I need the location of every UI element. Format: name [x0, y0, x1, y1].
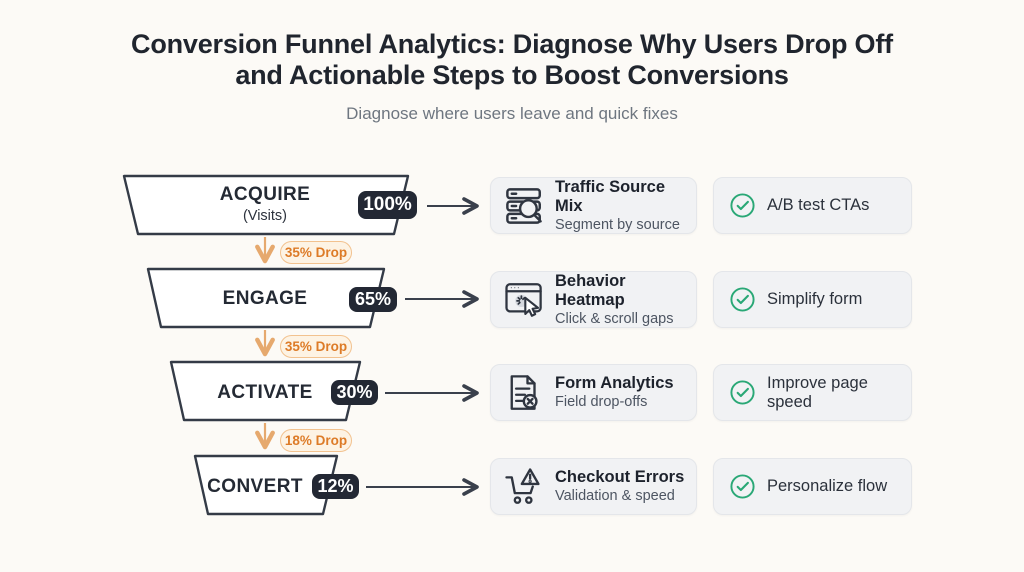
- diagnostic-card-form: Form Analytics Field drop-offs: [490, 364, 697, 421]
- stage-value-badge: 12%: [312, 474, 359, 499]
- heatmap-cursor-icon: [502, 278, 546, 322]
- check-circle-icon: [729, 473, 756, 500]
- header: Conversion Funnel Analytics: Diagnose Wh…: [0, 29, 1024, 124]
- diagnostic-card-heatmap: Behavior Heatmap Click & scroll gaps: [490, 271, 697, 328]
- stage-value-badge: 65%: [349, 287, 397, 312]
- drop-rate-pill: 18% Drop: [280, 429, 352, 452]
- diagnostic-title: Behavior Heatmap: [555, 271, 626, 309]
- action-card-ab-test: A/B test CTAs: [713, 177, 912, 234]
- check-circle-icon: [729, 192, 756, 219]
- action-label: Personalize flow: [767, 477, 888, 495]
- stage-label: ACQUIRE: [219, 184, 311, 205]
- stage-sublabel: (Visits): [242, 208, 288, 224]
- drop-rate-pill: 35% Drop: [280, 241, 352, 264]
- funnel-stage-acquire: ACQUIRE (Visits): [115, 184, 415, 224]
- stage-label: ACTIVATE: [217, 382, 313, 403]
- drop-rate-pill: 35% Drop: [280, 335, 352, 358]
- action-label: Simplify form: [767, 290, 863, 308]
- stage-label: CONVERT: [207, 476, 303, 497]
- diagnostic-subtitle: Click & scroll gaps: [555, 310, 674, 327]
- funnel-stage-convert: CONVERT: [105, 476, 405, 498]
- funnel-stage-activate-shape: [169, 360, 362, 422]
- check-circle-icon: [729, 379, 756, 406]
- funnel-stage-convert-shape: [193, 454, 339, 516]
- funnel-stage-activate: ACTIVATE: [115, 382, 415, 404]
- diagnostic-title: Traffic Source Mix: [555, 177, 666, 215]
- diagnostic-title: Form Analytics: [555, 374, 674, 392]
- action-card-personalize: Personalize flow: [713, 458, 912, 515]
- diagnostic-subtitle: Field drop-offs: [555, 394, 648, 410]
- diagnostic-card-traffic: Traffic Source Mix Segment by source: [490, 177, 697, 234]
- page-title-line-2: and Actionable Steps to Boost Conversion…: [235, 60, 789, 90]
- diagnostic-subtitle: Validation & speed: [555, 488, 675, 504]
- traffic-source-icon: [502, 184, 546, 228]
- stage-value-badge: 100%: [358, 191, 417, 219]
- stage-label: ENGAGE: [222, 288, 308, 309]
- diagnostic-card-checkout: Checkout Errors Validation & speed: [490, 458, 697, 515]
- action-label: A/B test CTAs: [767, 196, 870, 214]
- diagnostic-title: Checkout Errors: [555, 468, 685, 486]
- action-label: Improve page speed: [767, 373, 868, 411]
- action-card-page-speed: Improve page speed: [713, 364, 912, 421]
- funnel-stage-acquire-shape: [122, 174, 410, 236]
- cart-warning-icon: [502, 465, 546, 509]
- page-title-line-1: Conversion Funnel Analytics: Diagnose Wh…: [131, 29, 893, 59]
- page-subtitle: Diagnose where users leave and quick fix…: [346, 104, 678, 123]
- funnel-stage-engage: ENGAGE: [115, 288, 415, 310]
- diagnostic-subtitle: Segment by source: [555, 216, 680, 233]
- stage-value-badge: 30%: [331, 380, 378, 405]
- check-circle-icon: [729, 286, 756, 313]
- funnel-stage-engage-shape: [146, 267, 386, 329]
- form-error-icon: [502, 371, 546, 415]
- action-card-simplify-form: Simplify form: [713, 271, 912, 328]
